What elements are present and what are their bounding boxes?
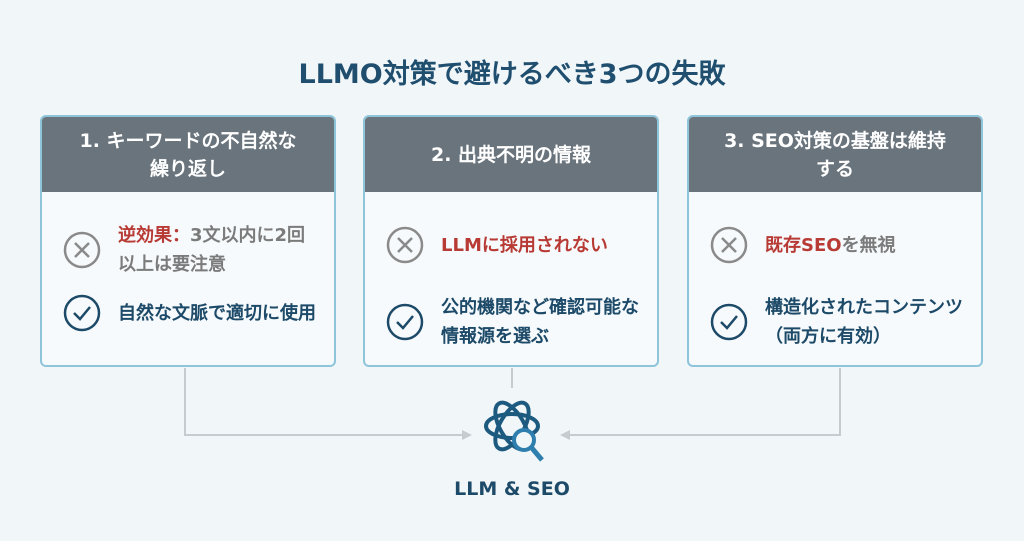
bad-emphasis: LLMに採用されない [441, 234, 608, 256]
check-circle-icon [710, 303, 748, 341]
bad-text: 3文以内に2回以上は要注意 [118, 225, 306, 275]
bad-emphasis: 逆効果： [118, 225, 190, 246]
card-keyword-repetition: 1. キーワードの不自然な繰り返し 逆効果：3文以内に2回以上は要注意 自然な文… [40, 115, 336, 367]
card-seo-foundation: 3. SEO対策の基盤は維持する 既存SEOを無視 構造化されたコンテンツ（両方… [687, 115, 983, 367]
good-item: 公的機関など確認可能な情報源を選ぶ [385, 293, 645, 351]
good-text: 自然な文脈で適切に使用 [118, 302, 316, 324]
card-header: 2. 出典不明の情報 [365, 117, 657, 192]
bad-item: 逆効果：3文以内に2回以上は要注意 [62, 221, 322, 279]
bad-item: LLMに採用されない [385, 225, 645, 265]
connector-right [566, 368, 841, 436]
good-text: 公的機関など確認可能な情報源を選ぶ [441, 297, 639, 347]
bad-text: を無視 [841, 234, 896, 256]
check-circle-icon [386, 303, 424, 341]
x-circle-icon [63, 231, 101, 269]
card-header: 1. キーワードの不自然な繰り返し [42, 117, 334, 192]
x-circle-icon [386, 226, 424, 264]
good-text: 構造化されたコンテンツ（両方に有効） [765, 297, 963, 347]
card-unknown-source: 2. 出典不明の情報 LLMに採用されない 公的機関など確認可能な情報源を選ぶ [363, 115, 659, 367]
llm-search-logo-icon [484, 400, 544, 462]
good-item: 自然な文脈で適切に使用 [62, 293, 322, 333]
good-item: 構造化されたコンテンツ（両方に有効） [709, 293, 969, 351]
arrow-left-icon [560, 430, 570, 440]
x-circle-icon [710, 226, 748, 264]
connector-left [184, 368, 466, 436]
bad-emphasis: 既存SEO [765, 234, 842, 256]
arrow-right-icon [462, 430, 472, 440]
page-title: LLMO対策で避けるべき3つの失敗 [298, 59, 726, 90]
center-label: LLM & SEO [454, 478, 570, 500]
check-circle-icon [63, 294, 101, 332]
card-header: 3. SEO対策の基盤は維持する [689, 117, 981, 192]
bad-item: 既存SEOを無視 [709, 225, 969, 265]
